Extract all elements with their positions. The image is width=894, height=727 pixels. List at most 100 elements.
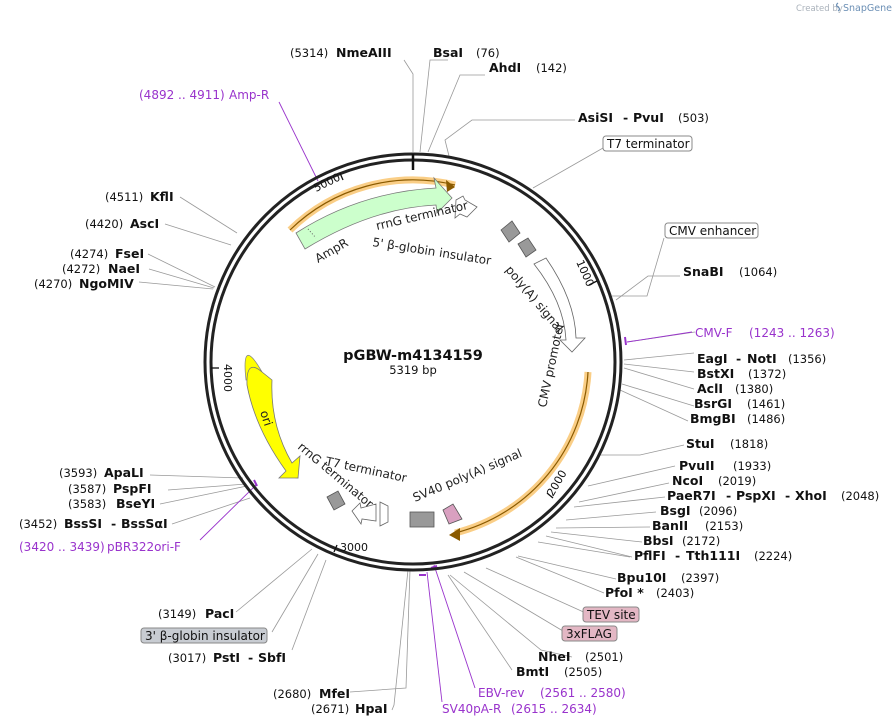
flag-box — [561, 625, 618, 642]
snapgene-brand: SnapGene — [843, 3, 892, 14]
ori-feature — [246, 366, 301, 479]
bstxi-name: BstXI — [697, 366, 734, 381]
bmti-pos: (2505) — [564, 665, 602, 679]
bpu10i-name: Bpu10I — [617, 570, 666, 585]
apali-pos: (3593) — [59, 466, 97, 480]
globin-3-boxed-label: 3' β-globin insulator — [145, 629, 265, 643]
bsssai-name: BssSαI — [121, 516, 168, 531]
acli-name: AclI — [697, 381, 723, 396]
asci-name: AscI — [130, 216, 159, 231]
cmvf-primer-name: CMV-F — [695, 326, 733, 340]
tth111i-name: Tth111I — [686, 548, 740, 563]
pbr322-primer-name: pBR322ori-F — [107, 540, 181, 554]
tick-5000: 5000 — [312, 171, 343, 195]
ampr-feature — [295, 176, 453, 250]
bsgi-pos: (2096) — [699, 504, 737, 518]
paer7i-sep: - — [726, 488, 731, 503]
t7-terminator-arrow — [351, 502, 377, 526]
mfei-name: MfeI — [319, 686, 350, 701]
hpai-pos: (2671) — [311, 702, 349, 716]
t7-terminator-box — [602, 135, 693, 152]
ampr-primer-name: Amp-R — [229, 88, 269, 102]
snapgene-logo-icon — [835, 2, 841, 12]
rrng-terminator-top-arrow — [454, 195, 478, 219]
fsei-name: FseI — [115, 246, 144, 261]
stui-pos: (1818) — [730, 437, 768, 451]
asci-pos: (4420) — [85, 217, 123, 231]
kfli-pos: (4511) — [105, 190, 143, 204]
sv40-label: SV40 poly(A) signal — [411, 446, 524, 505]
banii-name: BanII — [652, 518, 688, 533]
leader-lines — [138, 59, 696, 711]
ncoi-name: NcoI — [672, 473, 703, 488]
noti-name: NotI — [747, 351, 777, 366]
bbsi-name: BbsI — [643, 533, 674, 548]
t7-terminator-boxed-label: T7 terminator — [606, 137, 690, 151]
ebvrev-primer-name: EBV-rev — [478, 686, 524, 700]
flag-label: 3xFLAG — [566, 627, 612, 641]
bsssi-sep: - — [111, 516, 116, 531]
sv40par-primer-name: SV40pA-R — [442, 702, 501, 716]
tick-marks — [211, 172, 598, 553]
bsssi-pos: (3452) — [19, 517, 57, 531]
asisi-pos: (503) — [678, 111, 709, 125]
ahdi-name: AhdI — [489, 60, 521, 75]
eagi-sep: - — [736, 351, 741, 366]
tev-site-label: TEV site — [586, 608, 636, 622]
cmv-enhancer-label: CMV enhancer — [669, 224, 756, 238]
ahdi-pos: (142) — [536, 61, 567, 75]
tev-site-box — [582, 606, 640, 623]
ampr-dotted — [307, 228, 317, 239]
pfoi-name: PfoI * — [605, 585, 644, 600]
ampr-primer-range: (4892 .. 4911) — [139, 88, 225, 102]
stui-name: StuI — [686, 436, 715, 451]
acli-pos: (1380) — [735, 382, 773, 396]
cds-highlight — [454, 371, 592, 537]
rrng-terminator-bottom-arrow — [379, 501, 389, 527]
xhoi-name: XhoI — [795, 488, 827, 503]
pvuii-name: PvuII — [679, 458, 715, 473]
plasmid-size: 5319 bp — [389, 363, 437, 377]
globin-3-boxed — [140, 627, 268, 644]
nmeaiii-pos: (5314) — [290, 46, 328, 60]
asisi-sep: - — [623, 110, 628, 125]
nhei-pos: (2501) — [585, 650, 623, 664]
psti-name: PstI — [213, 650, 240, 665]
created-by-text: Created by — [796, 4, 843, 14]
eagi-pos: (1356) — [788, 352, 826, 366]
psti-sep: - — [248, 650, 253, 665]
bsrgi-pos: (1461) — [747, 397, 785, 411]
bsssi-name: BssSI — [64, 516, 102, 531]
pspfi-name: PspFI — [113, 481, 152, 496]
enzyme-labels: (5314) NmeAIII BsaI (76) AhdI (142) AsiS… — [19, 45, 879, 716]
tick-4000: 4000 — [221, 364, 234, 392]
pspxi-name: PspXI — [736, 488, 776, 503]
sv40par-primer-range: (2615 .. 2634) — [511, 702, 597, 716]
bmti-name: BmtI — [516, 664, 549, 679]
sbfi-name: SbfI — [258, 650, 286, 665]
cmv-promoter-arrow — [533, 257, 586, 353]
globin-3-box — [326, 490, 346, 511]
bpu10i-pos: (2397) — [681, 571, 719, 585]
sv40-box — [409, 511, 435, 528]
fsei-pos: (4274) — [70, 247, 108, 261]
paer7i-name: PaeR7I — [667, 488, 716, 503]
ampr-arrow-head — [446, 180, 455, 192]
hpai-name: HpaI — [355, 701, 388, 716]
asisi-name: AsiSI — [578, 110, 613, 125]
pflfi-pos: (2224) — [754, 549, 792, 563]
naei-pos: (4272) — [62, 262, 100, 276]
apali-name: ApaLI — [104, 465, 144, 480]
pbr322-primer-range: (3420 .. 3439) — [19, 540, 105, 554]
snabi-name: SnaBI — [683, 264, 724, 279]
ori-label: ori — [257, 409, 275, 428]
cds-arc-line — [454, 371, 589, 534]
bseyi-pos: (3583) — [68, 497, 106, 511]
psti-pos: (3017) — [168, 651, 206, 665]
naei-name: NaeI — [108, 261, 140, 276]
tick-1000: 1000 — [573, 258, 596, 289]
ebvrev-primer-range: (2561 .. 2580) — [540, 686, 626, 700]
paci-name: PacI — [205, 606, 234, 621]
nmeaiii-name: NmeAIII — [336, 45, 392, 60]
